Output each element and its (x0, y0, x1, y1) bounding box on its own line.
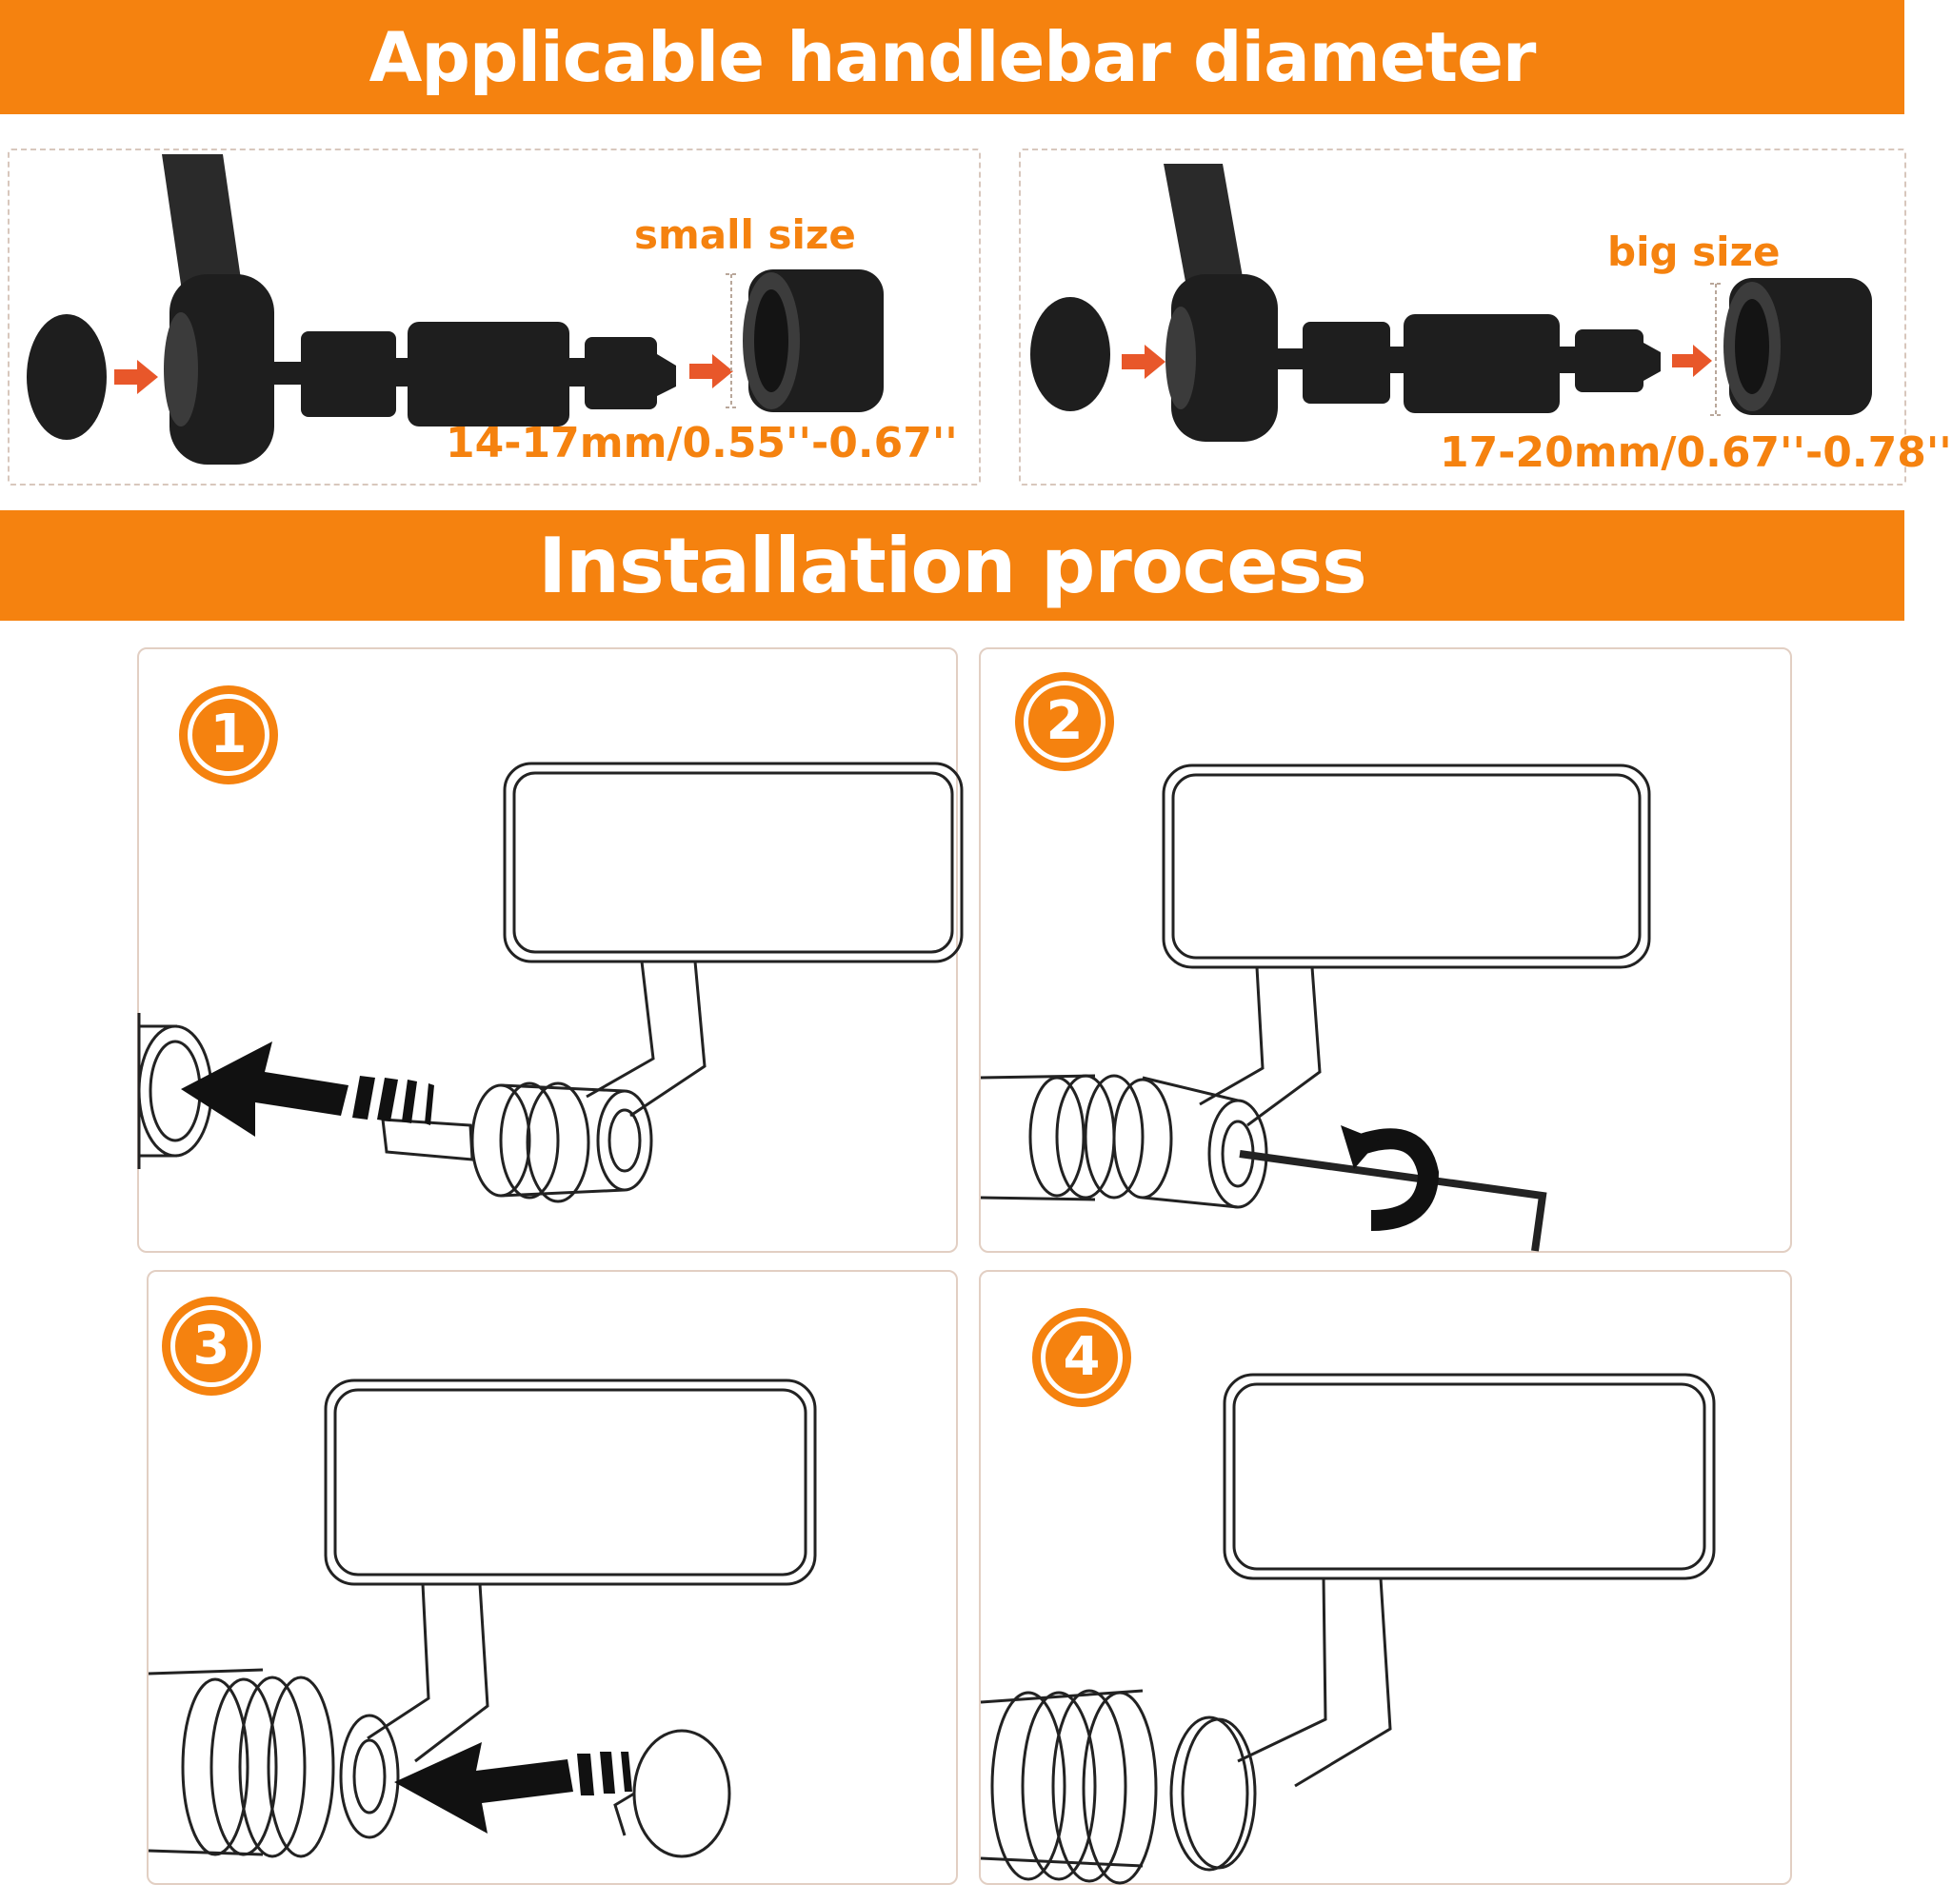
arrow-icon (1672, 345, 1712, 377)
step-3-badge: 3 (162, 1297, 261, 1396)
step-number: 4 (1041, 1317, 1123, 1398)
expander-outline (1084, 1074, 1145, 1200)
step-2-illustration (980, 764, 1651, 1252)
end-cap-outline (1169, 1716, 1249, 1872)
end-cap-part (27, 314, 107, 440)
big-size-diameter-range: 17-20mm/0.67''-0.78'' (1440, 428, 1952, 477)
expander-outline (181, 1677, 249, 1856)
mirror-stem-outline (1199, 966, 1322, 1127)
installation-section-header: Installation process (0, 510, 1904, 621)
expander-bolt-part (1278, 314, 1661, 413)
step-4-illustration (980, 1373, 1716, 1885)
mirror-outline (1162, 764, 1651, 969)
mirror-outline (503, 762, 964, 963)
diameter-section-header: Applicable handlebar diameter (0, 0, 1904, 114)
insertion-arrow-icon (181, 1041, 434, 1137)
arrow-icon (114, 360, 158, 394)
big-size-parts-illustration (1030, 164, 1872, 442)
mirror-arm-part (162, 154, 274, 465)
installation-step-1-panel: 1 (137, 647, 964, 1253)
step-2-badge: 2 (1015, 672, 1114, 771)
installation-step-2-panel: 2 (979, 647, 1792, 1253)
mirror-stem-outline (586, 961, 707, 1118)
diameter-section-title: Applicable handlebar diameter (368, 17, 1537, 97)
arrow-icon (689, 354, 733, 388)
step-number: 2 (1024, 681, 1105, 763)
step-4-badge: 4 (1032, 1308, 1131, 1407)
big-size-panel: big size 17-20mm/0.67''-0.78'' (1019, 149, 1952, 486)
step-number: 3 (170, 1305, 252, 1387)
installation-section-title: Installation process (538, 521, 1366, 610)
diameter-dimension-line (726, 273, 737, 408)
bolt-outline (381, 1118, 474, 1161)
handlebar-grip-part (1723, 278, 1872, 415)
insertion-arrow-icon (394, 1742, 632, 1834)
mirror-stem-outline (1237, 1577, 1392, 1788)
arm-base-outline (596, 1089, 653, 1192)
arrow-icon (1122, 345, 1165, 379)
big-size-label: big size (1607, 228, 1781, 275)
hex-wrench-outline (1239, 1150, 1547, 1252)
rotate-icon (1341, 1125, 1440, 1231)
installation-step-4-panel: 4 (979, 1270, 1792, 1885)
small-size-diameter-range: 14-17mm/0.55''-0.67'' (446, 419, 958, 467)
expander-bolt-part (274, 322, 676, 426)
small-size-label: small size (634, 211, 856, 258)
mirror-outline (1223, 1373, 1716, 1580)
mirror-arm-part (1164, 164, 1278, 442)
arm-base-outline (339, 1714, 400, 1839)
mirror-stem-outline (367, 1583, 489, 1763)
small-size-panel: small size 14-17mm/0.55''-0.67'' (8, 149, 981, 486)
step-1-illustration (137, 762, 964, 1203)
mirror-outline (324, 1378, 817, 1586)
step-1-badge: 1 (179, 685, 278, 784)
small-size-parts-illustration (27, 154, 884, 465)
step-number: 1 (188, 694, 269, 776)
end-cap-outline (632, 1729, 731, 1858)
handlebar-grip-part (743, 269, 884, 412)
installation-step-3-panel: 3 (147, 1270, 958, 1885)
diameter-dimension-line (1710, 283, 1722, 416)
end-cap-part (1030, 297, 1110, 411)
step-3-illustration (148, 1378, 817, 1858)
expander-outline (990, 1691, 1066, 1881)
